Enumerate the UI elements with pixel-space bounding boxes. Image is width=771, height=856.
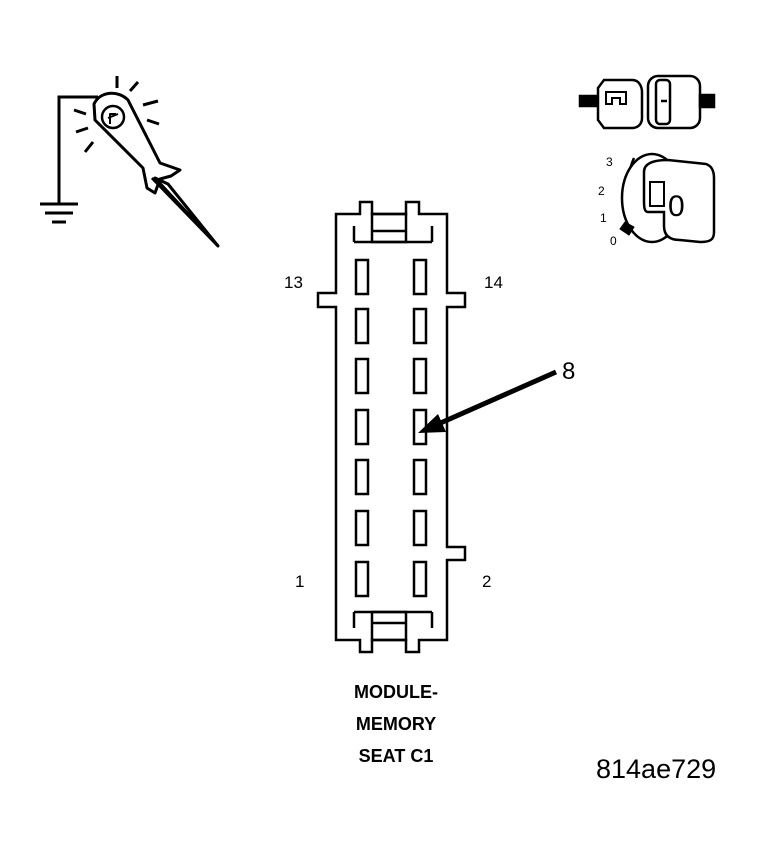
cavity-14 [412,258,428,296]
cavity-6 [412,458,428,496]
callout-pin-number: 8 [562,358,576,385]
disconnected-connector-icon [578,74,716,130]
figure-id: 814ae729 [596,754,717,784]
cavity-2 [412,560,428,598]
ignition-key-position: 0 [668,190,685,223]
connector-caption: MODULE- MEMORY SEAT C1 [296,676,496,772]
pin-label-13: 13 [284,273,303,292]
cavity-3 [354,509,370,547]
cavity-4 [412,509,428,547]
ground-symbol-icon [40,95,98,224]
ignition-pos-2: 2 [598,184,605,198]
ignition-pos-0: 0 [610,234,617,248]
caption-line-2: MEMORY [355,714,437,734]
cavity-5 [354,458,370,496]
cavity-10 [412,357,428,395]
cavity-7 [354,408,370,446]
ignition-pos-1: 1 [600,211,607,225]
pin-label-2: 2 [482,572,492,591]
cavity-8 [412,408,428,446]
cavity-13 [354,258,370,296]
test-probe-icon [73,76,220,248]
ignition-key-icon [619,152,716,244]
caption-line-3: SEAT C1 [358,746,434,766]
cavity-12 [412,307,428,345]
cavity-11 [354,307,370,345]
pin-label-14: 14 [484,273,503,292]
cavity-9 [354,357,370,395]
ignition-pos-3: 3 [606,155,613,169]
pin-cavities [354,258,428,598]
callout-arrow [418,369,558,433]
caption-line-1: MODULE- [354,682,438,702]
pin-label-1: 1 [295,572,305,591]
cavity-1 [354,560,370,598]
connector-body [316,200,467,654]
